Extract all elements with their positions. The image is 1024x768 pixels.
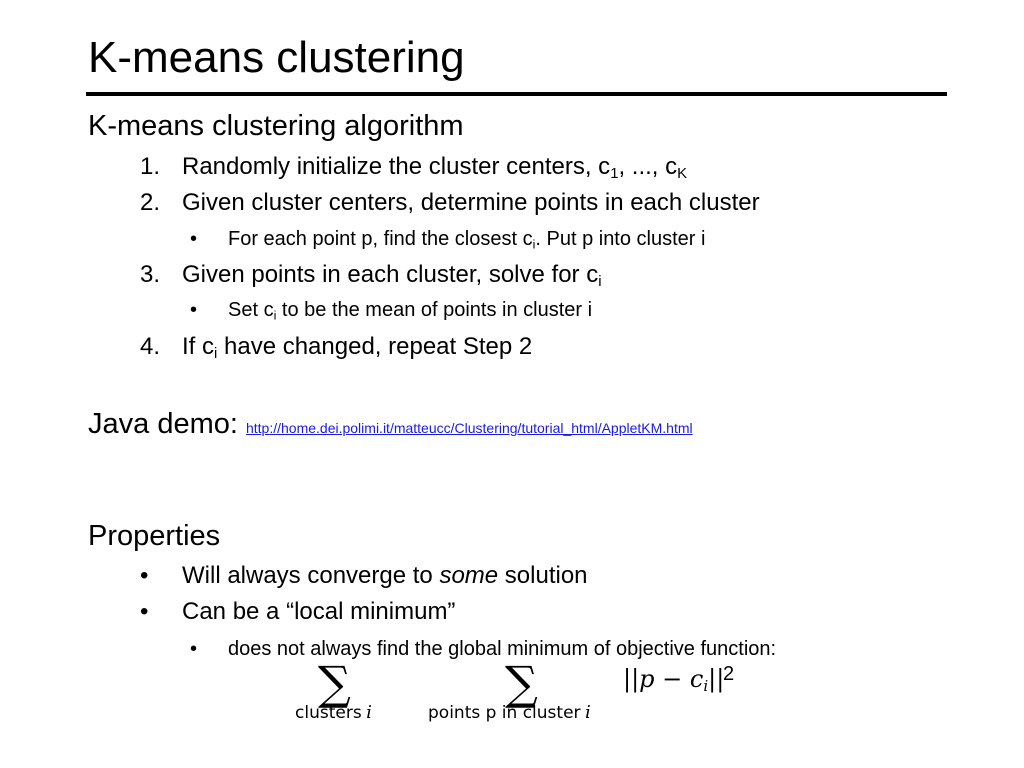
- bullet-icon: •: [190, 228, 198, 250]
- property-text: Can be a “local minimum”: [182, 598, 456, 625]
- step-text: Given points in each cluster, solve for …: [182, 261, 602, 291]
- bullet-icon: •: [140, 598, 149, 625]
- bullet-icon: •: [190, 638, 198, 660]
- step-number: 3.: [140, 261, 161, 288]
- slide-title: K-means clustering: [88, 33, 465, 82]
- sum-symbol-points: ∑: [505, 656, 538, 710]
- step-number: 4.: [140, 333, 161, 360]
- step-number: 2.: [140, 189, 161, 216]
- step-text: If ci have changed, repeat Step 2: [182, 333, 533, 363]
- step-number: 1.: [140, 153, 161, 180]
- property-text: Will always converge to some solution: [182, 562, 588, 589]
- algorithm-heading: K-means clustering algorithm: [88, 110, 464, 142]
- property-sub-text: does not always find the global minimum …: [228, 638, 777, 660]
- bullet-icon: •: [190, 299, 198, 321]
- java-demo-link[interactable]: http://home.dei.polimi.it/matteucc/Clust…: [245, 420, 693, 436]
- java-demo-label: Java demo:: [88, 408, 238, 440]
- java-demo-line: Java demo: http://home.dei.polimi.it/mat…: [88, 406, 693, 446]
- bullet-icon: •: [140, 562, 149, 589]
- title-divider: [86, 92, 947, 96]
- sum-clusters-label: clusters i: [295, 702, 372, 723]
- step-text: Randomly initialize the cluster centers,…: [182, 153, 688, 183]
- sum-symbol-clusters: ∑: [318, 656, 351, 710]
- norm-expression: ||p − ci||: [623, 665, 725, 696]
- sum-points-label: points p in cluster i: [428, 702, 591, 723]
- sub-bullet-text: Set ci to be the mean of points in clust…: [228, 299, 593, 323]
- properties-heading: Properties: [88, 520, 221, 552]
- norm-exponent: 2: [723, 663, 735, 685]
- sub-bullet-text: For each point p, find the closest ci. P…: [228, 228, 706, 252]
- step-text: Given cluster centers, determine points …: [182, 189, 760, 216]
